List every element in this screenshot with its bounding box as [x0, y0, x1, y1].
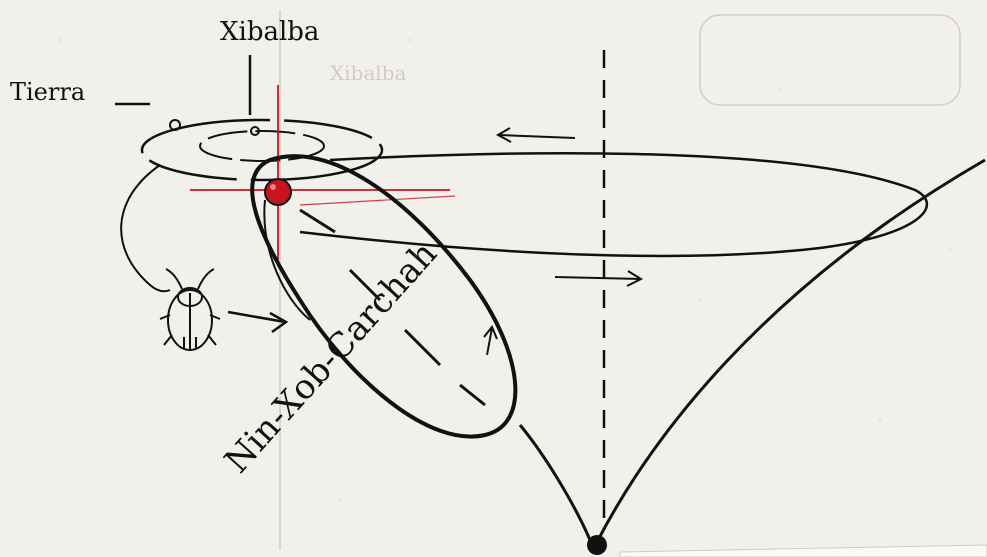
tierra-label: Tierra — [10, 78, 85, 106]
xibalba-label: Xibalba — [220, 17, 319, 47]
red-dot-icon — [265, 179, 291, 205]
black-dot-icon — [587, 535, 607, 555]
faint-xibalba-label: Xibalba — [330, 61, 407, 85]
